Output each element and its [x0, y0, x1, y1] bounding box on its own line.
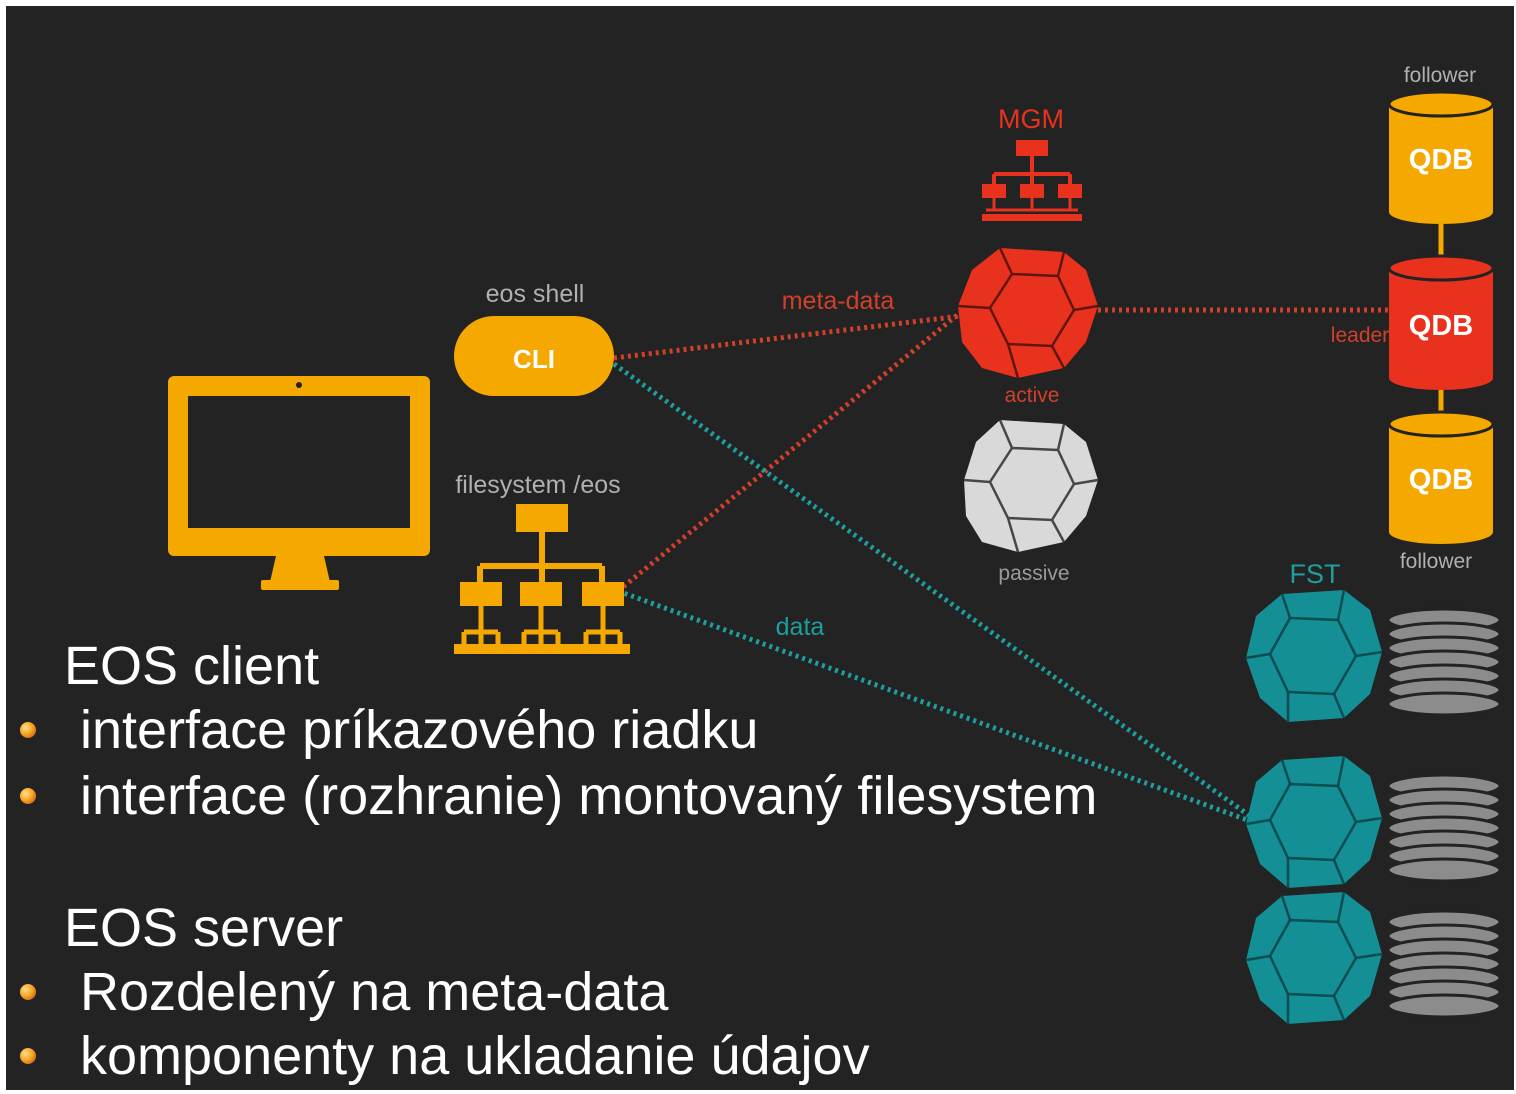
fst-node-3: [1245, 891, 1383, 1024]
disk-stack-3: [1386, 909, 1502, 1019]
fst-node-1: [1245, 589, 1383, 722]
client-bullet-2-text: interface (rozhranie) montovaný filesyst…: [80, 766, 1098, 826]
qdb-top-label: QDB: [1409, 144, 1473, 176]
qdb-leader-cylinder: [1387, 254, 1495, 390]
mgm-tree-icon: [982, 140, 1082, 221]
monitor-icon: [168, 376, 430, 590]
cli-pill: [454, 316, 614, 396]
client-bullet-1-text: interface príkazového riadku: [80, 700, 759, 760]
bullet-icon: [20, 788, 36, 804]
follower-top-label: follower: [1404, 64, 1476, 87]
filesystem-to-mgm-link: [616, 310, 963, 593]
server-bullet-1: Rozdelený na meta-data: [20, 962, 668, 1022]
mgm-active-node: [957, 247, 1099, 379]
data-links: [612, 361, 1252, 824]
slide: CLI eos shell filesystem /eos: [6, 6, 1514, 1090]
cli-label: CLI: [513, 344, 555, 374]
disk-stack-1: [1386, 607, 1502, 717]
qdb-follower-bottom-cylinder: [1387, 410, 1495, 544]
eos-architecture-diagram: CLI eos shell filesystem /eos: [168, 64, 1502, 1024]
eos-shell-label: eos shell: [486, 280, 585, 308]
server-heading: EOS server: [64, 898, 344, 958]
cli-to-mgm-link: [613, 313, 962, 361]
qdb-follower-top-cylinder: [1387, 90, 1495, 224]
passive-label: passive: [998, 562, 1069, 585]
fst-node-2: [1245, 755, 1383, 888]
server-bullet-2-text: komponenty na ukladanie údajov: [80, 1026, 870, 1086]
client-bullet-2: interface (rozhranie) montovaný filesyst…: [20, 766, 1097, 826]
bullet-icon: [20, 984, 36, 1000]
qdb-bottom-label: QDB: [1409, 464, 1473, 496]
filesystem-tree-icon: [454, 504, 630, 654]
metadata-links: [613, 307, 1391, 593]
server-bullet-1-text: Rozdelený na meta-data: [80, 962, 669, 1022]
bullet-icon: [20, 722, 36, 738]
mgm-passive-node: [963, 419, 1099, 553]
meta-data-link-label: meta-data: [782, 287, 895, 315]
disk-stack-2: [1386, 773, 1502, 883]
leader-label: leader: [1331, 324, 1389, 347]
bullet-icon: [20, 1048, 36, 1064]
filesystem-label: filesystem /eos: [455, 471, 620, 499]
server-bullet-2: komponenty na ukladanie údajov: [20, 1026, 870, 1086]
follower-bottom-label: follower: [1400, 550, 1472, 573]
fst-label: FST: [1290, 559, 1341, 589]
client-heading: EOS client: [64, 636, 320, 696]
data-link-label: data: [776, 613, 825, 641]
disk-stacks: [1386, 607, 1502, 1019]
client-bullet-1: interface príkazového riadku: [20, 700, 758, 760]
qdb-middle-label: QDB: [1409, 310, 1473, 342]
mgm-label: MGM: [998, 104, 1064, 134]
filesystem-to-fst-link: [617, 588, 1251, 824]
active-label: active: [1005, 384, 1060, 407]
